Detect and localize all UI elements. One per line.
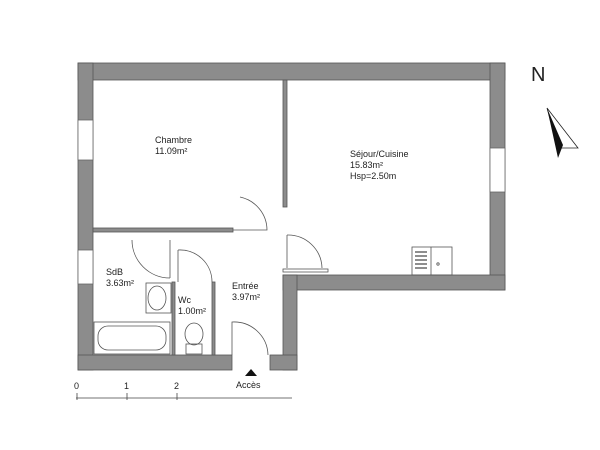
interior-walls — [92, 79, 329, 356]
bathtub — [93, 321, 171, 355]
room-label-sdb: SdB 3.63m² — [106, 267, 134, 289]
fixtures — [93, 246, 453, 355]
entrance-label: Accès — [236, 380, 261, 390]
room-name: Chambre — [155, 135, 193, 145]
doors — [131, 196, 323, 356]
room-label-entree: Entrée 3.97m² — [232, 281, 260, 303]
north-label: N — [531, 64, 546, 86]
washbasin — [145, 282, 172, 314]
room-name: Entrée — [232, 281, 259, 291]
room-name: Wc — [178, 295, 191, 305]
scale-bar — [76, 393, 292, 400]
window-sdb — [77, 249, 94, 285]
door-chambre — [233, 196, 268, 231]
window-chambre — [77, 119, 94, 161]
scale-tick-0: 0 — [74, 381, 80, 391]
room-label-chambre: Chambre 11.09m² — [155, 135, 192, 157]
entrance-arrow-icon — [245, 369, 257, 376]
windows — [77, 119, 506, 285]
door-sdb — [131, 239, 171, 279]
room-area: 3.97m² — [232, 292, 261, 302]
door-entrance — [231, 321, 269, 356]
room-label-sejour: Séjour/Cuisine 15.83m² Hsp=2.50m — [350, 149, 409, 182]
scale-tick-2: 2 — [174, 381, 180, 391]
room-name: Séjour/Cuisine — [350, 149, 409, 159]
ceiling-height: Hsp=2.50m — [350, 171, 397, 181]
kitchen-sink — [411, 246, 453, 276]
door-sejour — [286, 234, 323, 269]
room-area: 15.83m² — [350, 160, 384, 170]
room-area: 3.63m² — [106, 278, 135, 288]
north-arrow-icon — [546, 107, 579, 158]
door-wc — [177, 249, 213, 283]
room-area: 1.00m² — [178, 306, 207, 316]
exterior-walls — [77, 62, 506, 371]
window-sejour — [489, 147, 506, 193]
room-area: 11.09m² — [155, 146, 188, 156]
room-name: SdB — [106, 267, 124, 277]
room-label-wc: Wc 1.00m² — [178, 295, 206, 317]
scale-tick-1: 1 — [124, 381, 130, 391]
toilet — [184, 322, 204, 346]
